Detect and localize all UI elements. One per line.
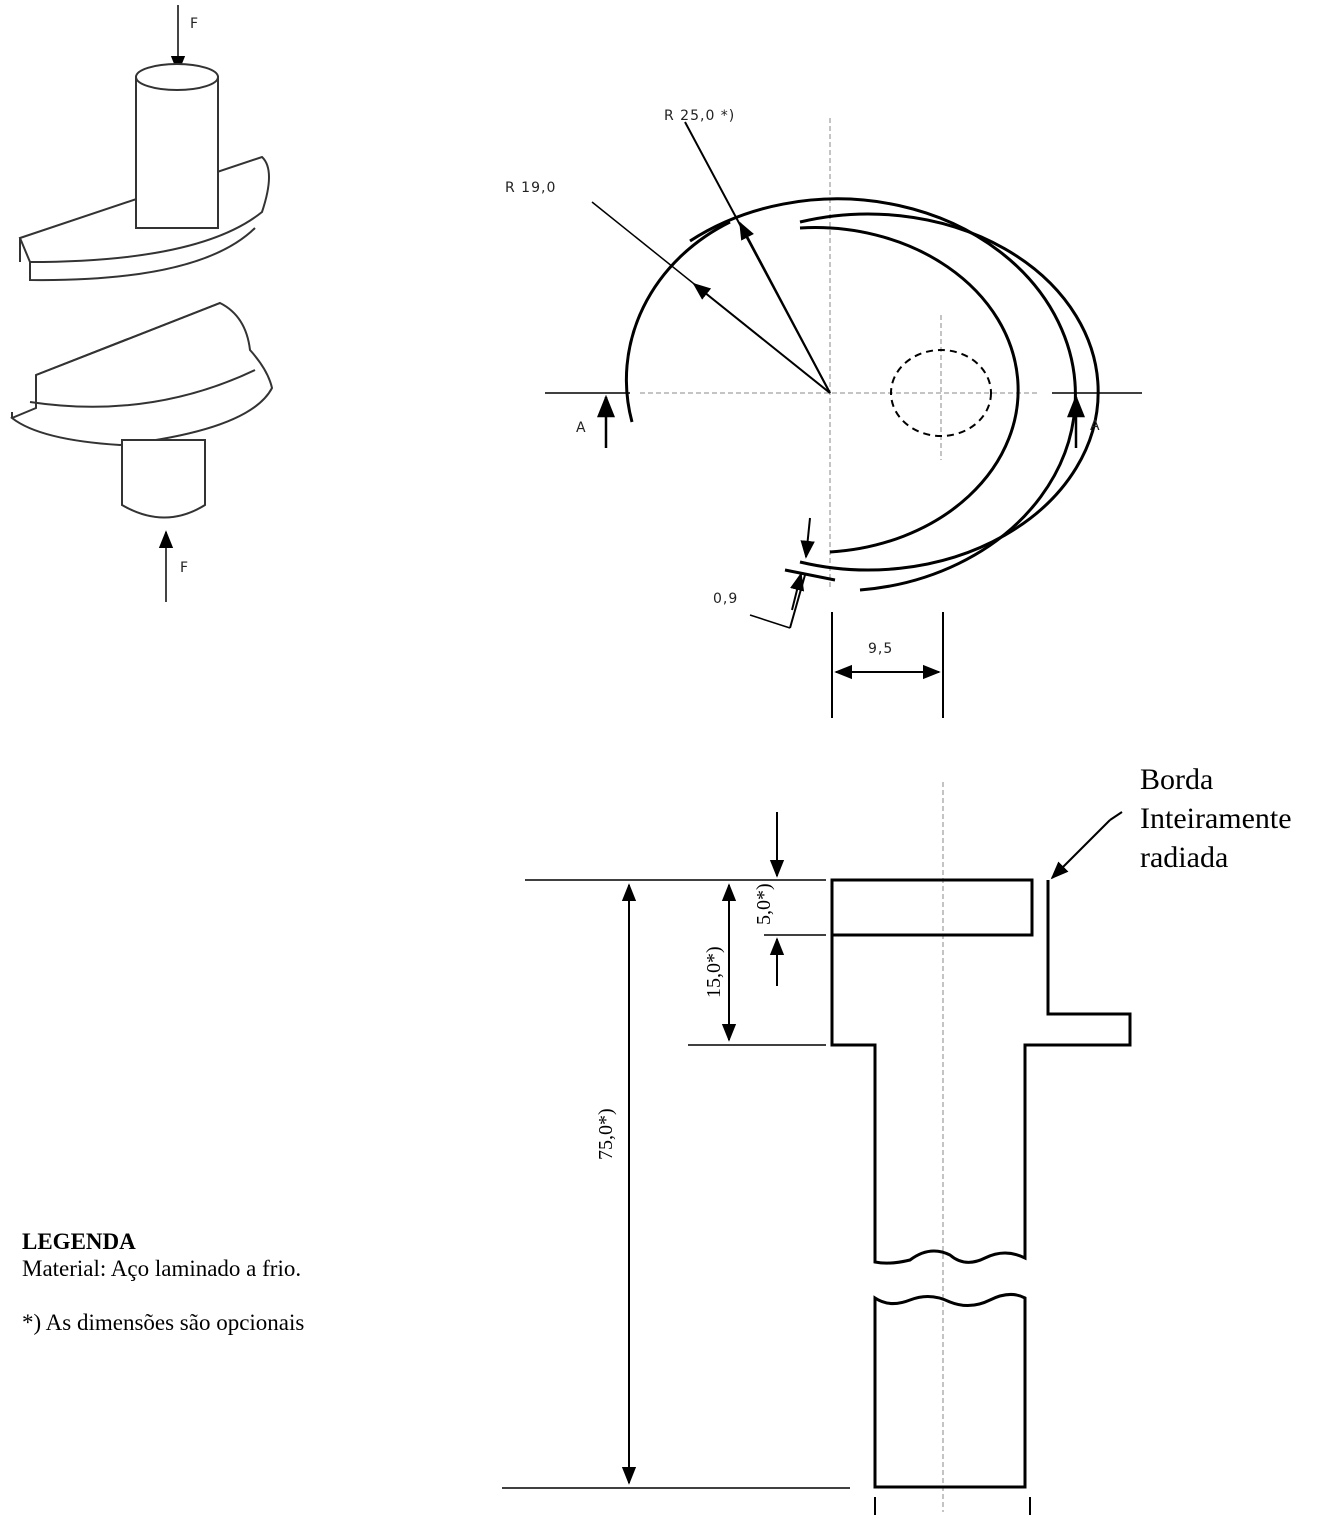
edge-note-line-1: Borda bbox=[1140, 763, 1213, 796]
left-rim-arc bbox=[624, 220, 731, 423]
hidden-hole bbox=[890, 349, 992, 437]
isometric-view: F F bbox=[10, 5, 274, 602]
thickness-label: 0,9 bbox=[713, 591, 738, 607]
legend: LEGENDA Material: Aço laminado a frio. *… bbox=[22, 1228, 304, 1336]
edge-note-line-3: radiada bbox=[1140, 841, 1228, 874]
force-label-top: F bbox=[190, 16, 199, 32]
offset-label: 9,5 bbox=[868, 641, 893, 657]
middle-rim-arc bbox=[799, 212, 1100, 572]
inner-rim-arc bbox=[799, 226, 1020, 554]
section-lower-part bbox=[873, 1293, 1027, 1489]
lower-cylinder bbox=[121, 439, 206, 519]
dim-collar-label: 15,0*) bbox=[703, 946, 725, 998]
legend-note: *) As dimensões são opcionais bbox=[22, 1310, 305, 1335]
radius-label-25: R 25,0 *) bbox=[664, 108, 735, 124]
dim-total-label: 75,0*) bbox=[595, 1108, 617, 1160]
edge-note-leader bbox=[1050, 819, 1111, 880]
dim-flange-label: 5,0*) bbox=[753, 883, 775, 925]
flange-groove bbox=[830, 878, 1034, 937]
top-view: R 25,0 *) R 19,0 A A 0,9 9,5 bbox=[505, 108, 1142, 718]
section-profile bbox=[830, 880, 1132, 1265]
force-label-bottom: F bbox=[180, 560, 189, 576]
outer-rim-arc bbox=[689, 197, 1077, 592]
legend-material: Material: Aço laminado a frio. bbox=[22, 1256, 302, 1281]
section-label-left: A bbox=[576, 420, 587, 436]
upper-cylinder bbox=[135, 76, 219, 229]
legend-title: LEGENDA bbox=[22, 1229, 136, 1254]
lower-ring bbox=[10, 301, 274, 447]
edge-note-line-2: Inteiramente bbox=[1140, 802, 1292, 835]
section-label-right: A bbox=[1090, 418, 1101, 434]
radius-label-19: R 19,0 bbox=[505, 180, 556, 196]
upper-flange-rim bbox=[29, 227, 256, 282]
section-view: 5,0*) 15,0*) 75,0*) bbox=[502, 782, 1132, 1515]
